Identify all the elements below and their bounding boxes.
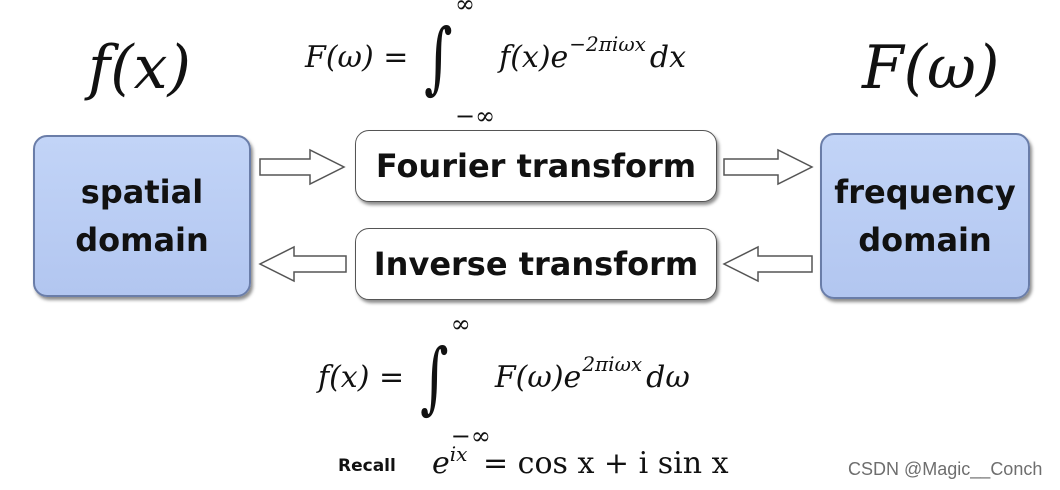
inverse-differential: dω bbox=[646, 360, 690, 395]
recall-label: Recall bbox=[338, 456, 396, 476]
euler-rhs: = cos x + i sin x bbox=[483, 446, 729, 481]
forward-integral: ∫ ∞ −∞ bbox=[418, 0, 495, 128]
frequency-domain-line-1: frequency bbox=[834, 173, 1016, 211]
integral-sign: ∫ bbox=[424, 13, 453, 103]
forward-lower-limit: −∞ bbox=[455, 102, 496, 130]
euler-exponent: ix bbox=[449, 442, 468, 466]
fourier-transform-equation: F(ω) = ∫ ∞ −∞ f(x)e−2πiωx dx bbox=[305, 0, 687, 128]
forward-integrand: f(x)e bbox=[499, 40, 569, 75]
frequency-domain-line-2: domain bbox=[858, 221, 992, 259]
right-arrow-icon bbox=[259, 148, 346, 186]
spatial-domain-line-1: spatial bbox=[80, 173, 204, 211]
inverse-integral: ∫ ∞ −∞ bbox=[414, 312, 491, 448]
inverse-exponent: 2πiωx bbox=[582, 352, 643, 376]
inverse-upper-limit: ∞ bbox=[450, 310, 471, 338]
forward-differential: dx bbox=[649, 40, 687, 75]
watermark-text: CSDN @Magic__Conch bbox=[848, 459, 1043, 479]
euler-base: e bbox=[432, 446, 450, 481]
inverse-transform-box: Inverse transform bbox=[355, 228, 717, 300]
fourier-transform-box: Fourier transform bbox=[355, 130, 717, 202]
frequency-function-label: F(ω) bbox=[862, 33, 1000, 103]
integral-sign: ∫ bbox=[420, 333, 449, 423]
euler-formula: eix = cos x + i sin x bbox=[432, 442, 729, 481]
left-arrow-icon bbox=[258, 245, 347, 283]
spatial-function-label: f(x) bbox=[88, 33, 191, 103]
inverse-equation-lhs: f(x) = bbox=[318, 360, 405, 395]
left-arrow-icon bbox=[722, 245, 813, 283]
spatial-domain-line-2: domain bbox=[75, 221, 209, 259]
inverse-integrand: F(ω)e bbox=[494, 360, 582, 395]
frequency-domain-box: frequency domain bbox=[820, 133, 1030, 299]
spatial-domain-box: spatial domain bbox=[33, 135, 251, 297]
inverse-lower-limit: −∞ bbox=[450, 422, 491, 450]
forward-upper-limit: ∞ bbox=[455, 0, 475, 18]
forward-exponent: −2πiωx bbox=[569, 32, 646, 56]
right-arrow-icon bbox=[723, 148, 814, 186]
forward-equation-lhs: F(ω) = bbox=[305, 40, 409, 75]
